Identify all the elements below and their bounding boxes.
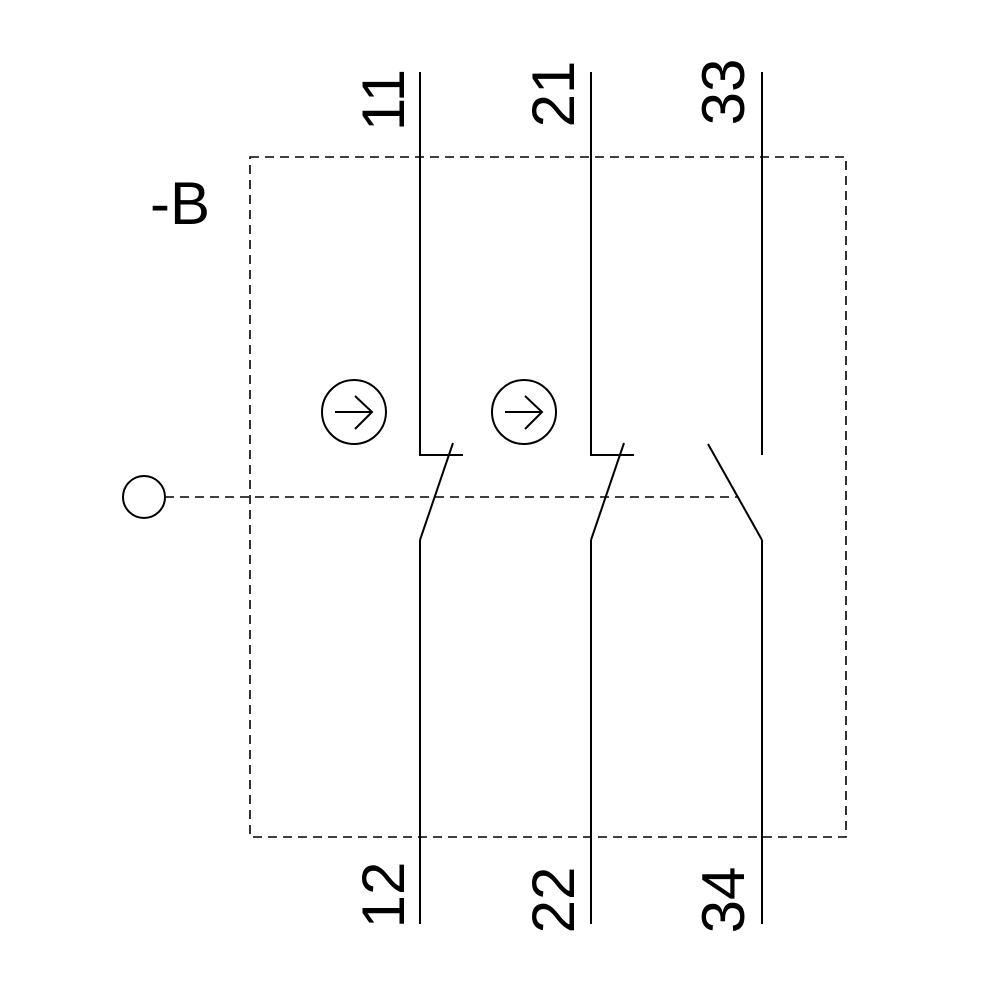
contact-no-33-34 xyxy=(707,72,763,924)
circle-arrow-right-icon xyxy=(491,379,557,445)
circle-arrow-right-icon xyxy=(321,379,387,445)
terminal-label-33: 33 xyxy=(690,59,757,126)
terminal-label-12: 12 xyxy=(350,862,417,929)
actuator-circle-icon xyxy=(122,475,166,519)
terminal-label-11: 11 xyxy=(350,69,417,131)
enclosure-dashed-box xyxy=(249,156,847,838)
contact-nc-11-12 xyxy=(419,72,463,924)
terminal-label-21: 21 xyxy=(520,61,587,128)
terminal-label-34: 34 xyxy=(690,867,757,934)
device-label: -B xyxy=(150,170,210,237)
terminal-label-22: 22 xyxy=(520,867,587,934)
contact-nc-21-22 xyxy=(590,72,634,924)
